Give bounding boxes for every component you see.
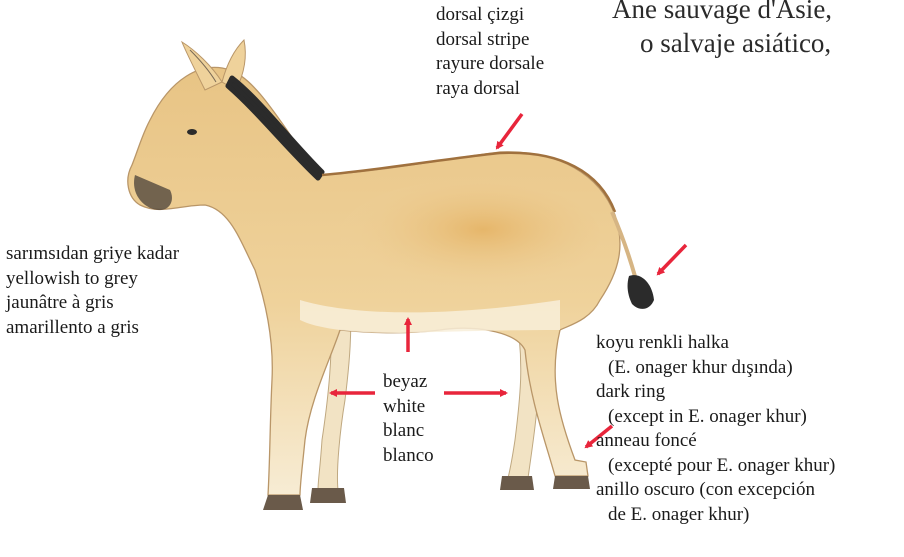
title-line-2: o salvaje asiático, [640,28,831,59]
tail-tuft [628,275,654,309]
diagram-title: Âne sauvage d'Asie, o salvaje asiático, [604,0,904,70]
white-en: white [383,395,434,420]
label-body-color: sarımsıdan griye kadar yellowish to grey… [6,242,179,340]
label-dark-ring: koyu renkli halka (E. onager khur dışınd… [596,331,835,527]
onager-body [128,67,620,510]
eye [187,129,197,135]
dorsal-stripe-tr: dorsal çizgi [436,3,544,28]
dark-ring-es-note: de E. onager khur) [596,503,835,528]
white-es: blanco [383,444,434,469]
label-white: beyaz white blanc blanco [383,370,434,468]
dorsal-stripe-es: raya dorsal [436,77,544,102]
body-color-en: yellowish to grey [6,267,179,292]
dark-ring-fr: anneau foncé [596,429,835,454]
dark-ring-en-note: (except in E. onager khur) [596,405,835,430]
title-line-1: Âne sauvage d'Asie, [612,0,832,25]
dark-ring-fr-note: (excepté pour E. onager khur) [596,454,835,479]
body-color-tr: sarımsıdan griye kadar [6,242,179,267]
far-hind-hoof [500,476,534,490]
arrow-dorsal-stripe [497,114,522,148]
label-dorsal-stripe: dorsal çizgi dorsal stripe rayure dorsal… [436,3,544,101]
far-front-hoof [310,488,346,503]
dark-ring-tr-note: (E. onager khur dışında) [596,356,835,381]
white-tr: beyaz [383,370,434,395]
arrow-tail-tuft [658,245,686,274]
dorsal-stripe-fr: rayure dorsale [436,52,544,77]
near-hind-hoof [553,476,590,489]
dark-ring-tr: koyu renkli halka [596,331,835,356]
white-fr: blanc [383,419,434,444]
body-color-es: amarillento a gris [6,316,179,341]
near-front-hoof [263,495,303,510]
dark-ring-es: anillo oscuro (con excepción [596,478,835,503]
body-color-fr: jaunâtre à gris [6,291,179,316]
dorsal-stripe-en: dorsal stripe [436,28,544,53]
dark-ring-en: dark ring [596,380,835,405]
